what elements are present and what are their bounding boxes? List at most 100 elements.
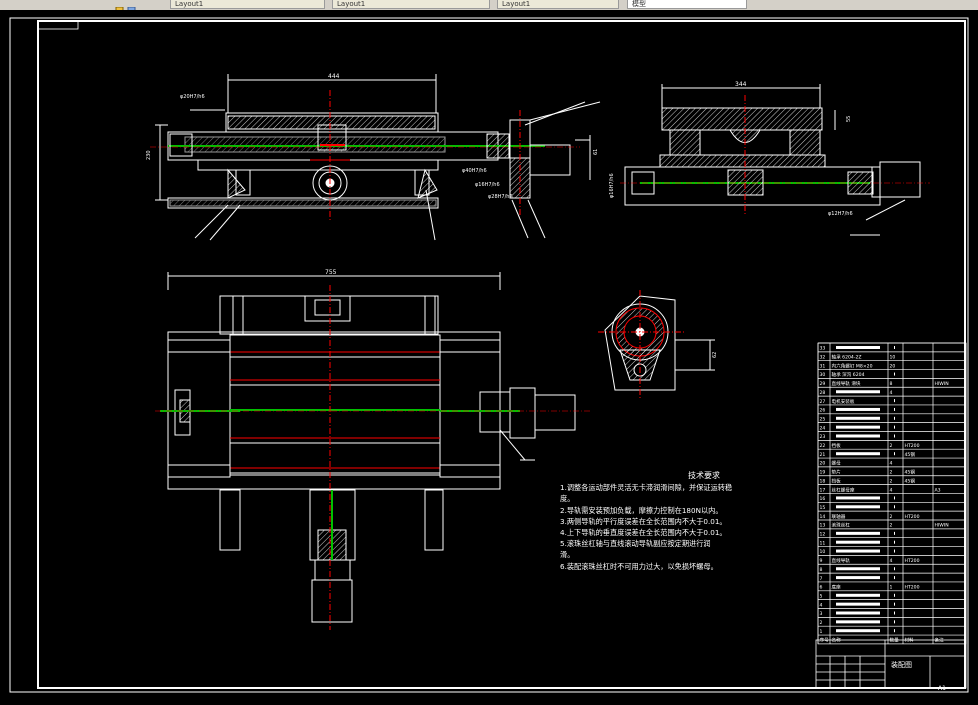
bom-cell: 4 (890, 487, 893, 493)
bom-cell: 24 (820, 425, 826, 431)
bom-cell: 12 (820, 532, 826, 538)
bom-cell: 内六角螺钉 M8×20 (832, 362, 873, 369)
bom-cell: 4 (820, 602, 823, 608)
bom-cell: 22 (820, 443, 826, 449)
bom-cell: 13 (820, 523, 826, 529)
bom-cell: HT200 (905, 585, 920, 591)
sheet-name: 装配图 (891, 661, 912, 669)
bom-cell: 45钢 (905, 451, 916, 458)
note-line: 度。 (560, 494, 575, 504)
tab-layout-2[interactable]: Layout1 (332, 0, 490, 9)
bom-cell: 4 (890, 558, 893, 564)
bom-cell: 2 (890, 514, 893, 520)
bom-cell: 4 (890, 390, 893, 396)
note-line: 6.装配滚珠丝杠时不可用力过大，以免损坏螺母。 (560, 561, 718, 571)
bom-cell: 20 (890, 363, 896, 369)
bom-cell: 32 (820, 355, 826, 361)
bom-cell: 1 (890, 585, 893, 591)
assembly-drawing: 444 230 φ20H7/h6 φ40H7/h6 φ16H7/h6 φ28H7… (9, 17, 969, 693)
fit-callout-2: φ40H7/h6 (462, 168, 487, 174)
tab-label: 模型 (632, 0, 646, 8)
bom-cell: HIWIN (935, 381, 949, 387)
bom-cell: HT200 (905, 514, 920, 520)
note-line: 滑。 (560, 550, 575, 560)
bom-cell: 5 (820, 593, 823, 599)
fit-callout-5: φ12H7/h6 (828, 211, 853, 217)
dim-front-height: 230 (146, 150, 152, 160)
tab-layout-1[interactable]: Layout1 (170, 0, 325, 9)
dim-front-width: 444 (328, 73, 340, 80)
bom-cell: 28 (820, 390, 826, 396)
bom-cell: 25 (820, 416, 826, 422)
tab-label: Layout1 (337, 0, 366, 8)
bom-cell: 8 (890, 381, 893, 387)
bom-cell: 2 (890, 478, 893, 484)
bom-cell: 垫片 (832, 469, 842, 476)
bom-cell: A3 (935, 487, 941, 493)
bom-cell: 3 (820, 611, 823, 617)
bom-cell: 8 (820, 567, 823, 573)
bom-cell: 电机安装板 (832, 398, 855, 405)
bom-cell: HIWIN (935, 523, 949, 529)
bom-cell: 27 (820, 399, 826, 405)
note-line: 3.两侧导轨的平行度误差在全长范围内不大于0.01。 (560, 516, 727, 526)
bom-cell: 20 (820, 461, 826, 467)
bom-cell: 17 (820, 487, 826, 493)
sheet-size: A1 (938, 685, 946, 692)
bom-cell: 30 (820, 372, 826, 378)
bom-cell: 29 (820, 381, 826, 387)
bom-cell: 丝杠螺母座 (832, 486, 855, 493)
tab-model[interactable]: 模型 (627, 0, 747, 9)
inner-border (37, 20, 966, 689)
bom-cell: 18 (820, 478, 826, 484)
plan-view (155, 272, 590, 630)
drawing-canvas[interactable]: 444 230 φ20H7/h6 φ40H7/h6 φ16H7/h6 φ28H7… (0, 10, 978, 701)
tab-label: Layout1 (502, 0, 531, 8)
note-line: 5.滚珠丝杠轴与直线滚动导轨副应按定期进行润 (560, 539, 711, 549)
bom-cell: 2 (890, 470, 893, 476)
bom-cell: 滚珠丝杠 (832, 522, 851, 529)
bom-cell: 2 (890, 443, 893, 449)
bom-cell: 15 (820, 505, 826, 511)
fit-callout-6: φ16H7/h6 (609, 173, 615, 198)
bom-cell: 1 (820, 629, 823, 635)
corner-label-box (37, 20, 79, 30)
bom-cell: 11 (820, 540, 826, 546)
bom-cell: 10 (890, 355, 896, 361)
bom-cell: 31 (820, 363, 826, 369)
bom-cell: 轴承 6204-2Z (832, 354, 862, 361)
bom-cell: 挡板 (832, 442, 842, 449)
tab-label: Layout1 (175, 0, 204, 8)
bom-cell: 10 (820, 549, 826, 555)
toolbar-icon[interactable] (112, 0, 146, 15)
bom-cell: 联轴器 (832, 513, 846, 520)
bom-cell: 4 (890, 461, 893, 467)
dim-motor: 61 (593, 149, 599, 155)
bom-cell: 33 (820, 346, 826, 352)
title-block (815, 639, 967, 689)
dim-plan-width: 755 (325, 269, 337, 276)
bom-cell: 19 (820, 470, 826, 476)
notes-title: 技术要求 (688, 471, 720, 480)
dim-side-height: 55 (846, 116, 852, 122)
note-line: 4.上下导轨的垂直度误差在全长范围内不大于0.01。 (560, 528, 727, 538)
outer-border (9, 17, 969, 693)
bearing-seat-view (598, 290, 715, 400)
bom-cell: 21 (820, 452, 826, 458)
bom-cell: 2 (820, 620, 823, 626)
tab-layout-3[interactable]: Layout1 (497, 0, 619, 9)
note-line: 2.导轨需安装预加负载，摩擦力控制在180N以内。 (560, 505, 723, 515)
fit-callout-1: φ20H7/h6 (180, 94, 205, 100)
bom-cell: 7 (820, 576, 823, 582)
bom-cell: 2 (890, 523, 893, 529)
bom-cell: 23 (820, 434, 826, 440)
bom-cell: 轴承 深沟 6204 (832, 371, 865, 378)
bom-cell: 26 (820, 408, 826, 414)
bom-cell: 45钢 (905, 477, 916, 484)
bom-cell: 直线导轨 (832, 557, 851, 564)
bom-cell: 螺母 (832, 460, 842, 467)
technical-requirements: 技术要求 1.调整各运动部件灵活无卡滞润滑间隙，并保证运转稳 度。 2.导轨需安… (560, 470, 810, 572)
bom-cell: 16 (820, 496, 826, 502)
note-line: 1.调整各运动部件灵活无卡滞润滑间隙，并保证运转稳 (560, 483, 733, 493)
dim-bearing: 62 (712, 352, 718, 358)
